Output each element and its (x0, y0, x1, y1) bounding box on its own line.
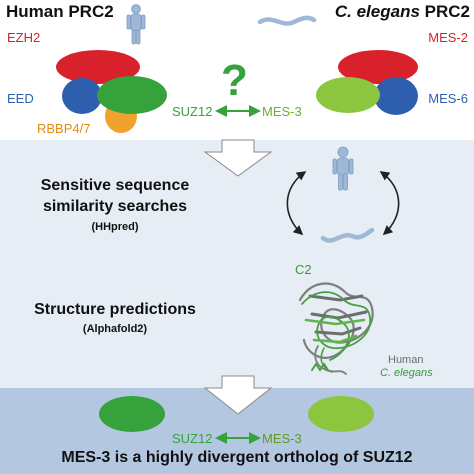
ezh2-label: EZH2 (7, 30, 41, 45)
down-arrow-icon (203, 375, 273, 415)
prc2-suffix: PRC2 (419, 2, 470, 21)
suz12-label-bottom: SUZ12 (172, 431, 213, 446)
curved-arrow-icon (286, 171, 307, 236)
celegans-prc2-title: C. elegans PRC2 (335, 2, 470, 22)
eed-label: EED (7, 91, 34, 106)
protein-structure-icon (298, 282, 374, 375)
mes3-label-bottom: MES-3 (262, 431, 302, 446)
suz12-subunit (99, 396, 165, 432)
suz12-subunit (97, 76, 167, 114)
c2-domain-label: C2 (295, 262, 312, 277)
ezh2-subunit (56, 50, 140, 84)
method-structure-tool: (Alphafold2) (82, 323, 148, 335)
mes3-subunit (308, 396, 374, 432)
human-prc2-complex (56, 50, 167, 133)
mes3-subunit (316, 77, 380, 113)
celegans-species-name: C. elegans (334, 2, 420, 21)
mes2-subunit (338, 50, 418, 84)
mes2-label: MES-2 (428, 30, 468, 45)
human-figure-icon (126, 4, 146, 45)
suz12-label-top: SUZ12 (172, 104, 213, 119)
method-sequence-line1: Sensitive sequence (40, 177, 190, 194)
celegans-prc2-complex (316, 50, 418, 115)
legend-celegans: C. elegans (380, 367, 433, 379)
mes3-label-top: MES-3 (262, 104, 302, 119)
mes6-label: MES-6 (428, 91, 468, 106)
question-mark: ? (221, 56, 248, 105)
legend-human: Human (388, 354, 424, 366)
eed-subunit (62, 78, 102, 114)
method-sequence-line2: similarity searches (42, 198, 188, 215)
human-prc2-title: Human PRC2 (6, 2, 114, 21)
worm-icon (257, 15, 317, 26)
conclusion-text: MES-3 is a highly divergent ortholog of … (61, 449, 413, 466)
method-structure-line: Structure predictions (34, 301, 196, 318)
curved-arrow-icon (379, 171, 400, 236)
worm-icon (320, 227, 375, 243)
middle-band (0, 140, 474, 388)
mes6-subunit (374, 77, 418, 115)
down-arrow-icon (203, 139, 273, 177)
method-sequence-tool: (HHpred) (91, 221, 139, 233)
rbbp-label: RBBP4/7 (37, 121, 91, 136)
human-figure-icon (332, 146, 354, 191)
